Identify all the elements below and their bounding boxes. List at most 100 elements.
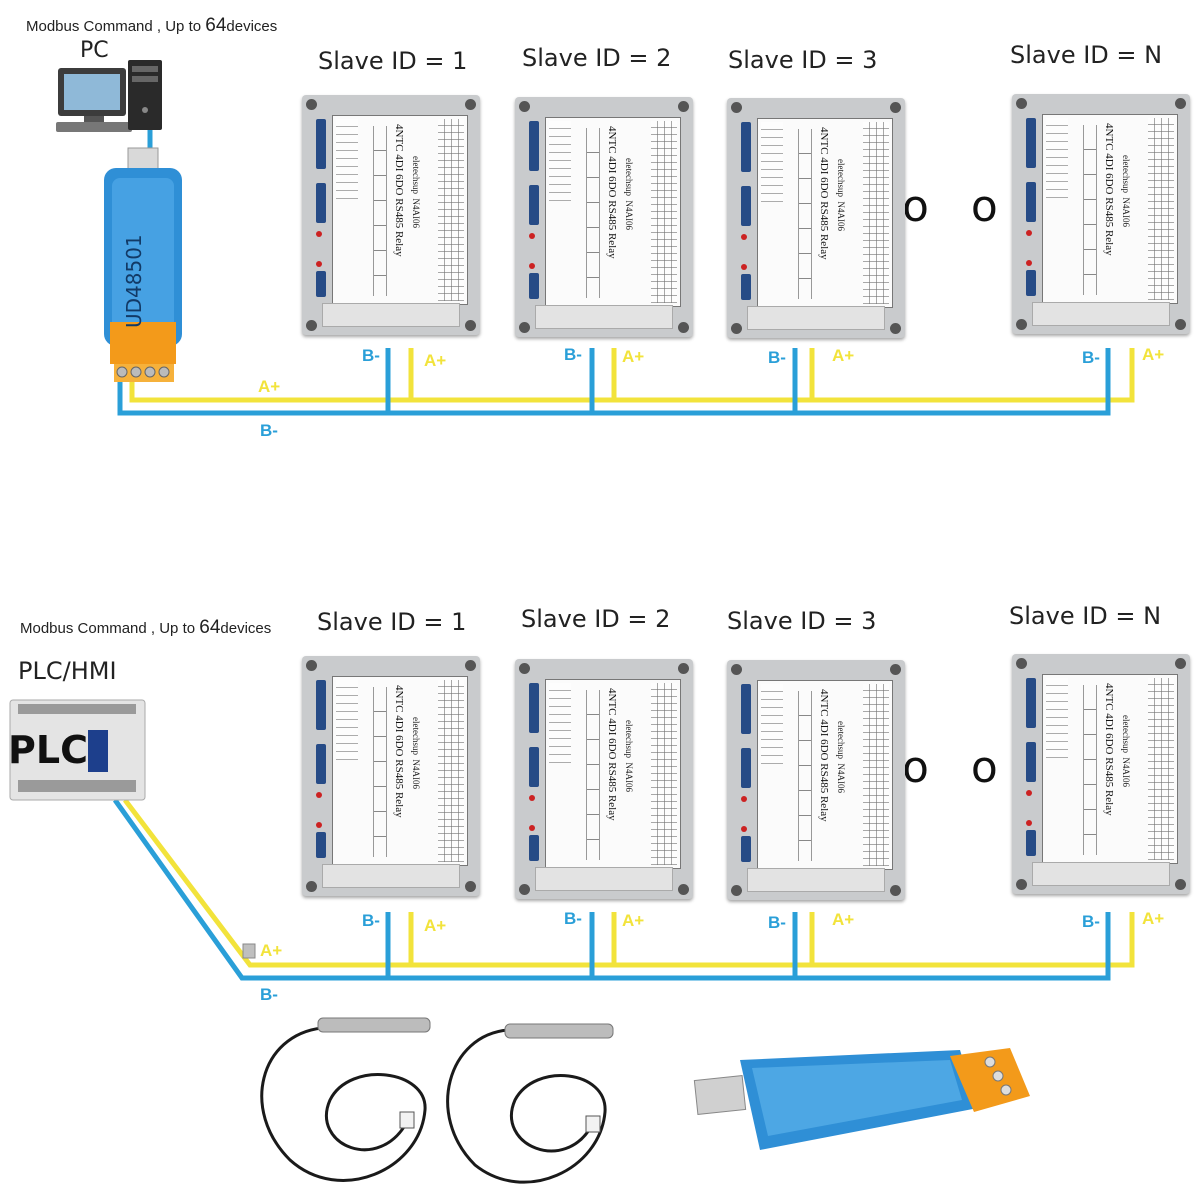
- status-led: [316, 792, 322, 798]
- module-maker: eletechsup N4AI06: [622, 720, 634, 840]
- mount-hole: [678, 101, 689, 112]
- mount-hole: [1016, 98, 1027, 109]
- terminal-block: [1026, 182, 1036, 222]
- module-model-text: N4AI06: [1121, 757, 1131, 787]
- mount-hole: [890, 102, 901, 113]
- module-title: 4NTC 4DI 6DO RS485 Relay: [393, 124, 405, 257]
- terminal-block: [529, 273, 539, 299]
- pc-label: PC: [80, 38, 109, 63]
- usb-rs485-adapter-vertical: [104, 147, 182, 382]
- mount-hole: [306, 660, 317, 671]
- din-rail-clip: [322, 303, 460, 327]
- wire-label-a-bus-bottom: A+: [260, 941, 283, 960]
- label-relay-grid: [1148, 678, 1174, 860]
- terminal-block: [316, 832, 326, 858]
- bottom-a-plus-bus: [123, 798, 1135, 968]
- terminal-block: [1026, 270, 1036, 296]
- terminal-block: [741, 684, 751, 734]
- ntc-probe-1: [260, 1026, 427, 1182]
- din-rail-clip: [1032, 862, 1170, 886]
- wire-label-a-2-top: A+: [622, 347, 645, 366]
- module-model-text: N4AI06: [411, 759, 421, 789]
- mount-hole: [731, 885, 742, 896]
- ntc-probe-2-plug: [585, 1115, 601, 1133]
- terminal-block: [529, 121, 539, 171]
- wire-label-b-n-top: B-: [1082, 348, 1100, 367]
- module-title: 4NTC 4DI 6DO RS485 Relay: [818, 689, 830, 822]
- module-title: 4NTC 4DI 6DO RS485 Relay: [606, 688, 618, 821]
- mount-hole: [890, 323, 901, 334]
- mount-hole: [519, 663, 530, 674]
- bottom-bus-junction: [242, 943, 256, 959]
- label-input-grid: [1046, 678, 1068, 758]
- label-input-grid: [336, 680, 358, 760]
- mount-hole: [1016, 319, 1027, 330]
- status-led: [529, 263, 535, 269]
- status-led: [316, 822, 322, 828]
- plc-brand-text: PLC: [8, 728, 88, 772]
- mount-hole: [306, 881, 317, 892]
- wire-label-b-2-top: B-: [564, 345, 582, 364]
- mount-hole: [678, 322, 689, 333]
- command-prefix: Modbus Command , Up to: [26, 18, 206, 35]
- mount-hole: [306, 99, 317, 110]
- mount-hole: [890, 885, 901, 896]
- mount-hole: [1016, 658, 1027, 669]
- slave-title-3-bottom: Slave ID = 3: [727, 607, 877, 635]
- status-led: [741, 826, 747, 832]
- status-led: [529, 825, 535, 831]
- label-relay-grid: [438, 119, 464, 301]
- command-number: 64: [199, 617, 221, 638]
- usb-adapter-text: UD48501: [122, 234, 146, 328]
- module-model-text: N4AI06: [836, 201, 846, 231]
- label-input-grid: [761, 122, 783, 202]
- mount-hole: [465, 660, 476, 671]
- module-label-sticker: 4NTC 4DI 6DO RS485 Relay eletechsup N4AI…: [757, 680, 893, 870]
- status-led: [741, 234, 747, 240]
- relay-module-1-top: 4NTC 4DI 6DO RS485 Relay eletechsup N4AI…: [302, 95, 480, 335]
- din-rail-clip: [535, 305, 673, 329]
- status-led: [1026, 790, 1032, 796]
- din-rail-clip: [747, 306, 885, 330]
- module-title: 4NTC 4DI 6DO RS485 Relay: [818, 127, 830, 260]
- mount-hole: [1175, 319, 1186, 330]
- label-input-grid: [336, 119, 358, 199]
- top-modbus-command-text: Modbus Command , Up to 64devices: [26, 15, 277, 37]
- mount-hole: [306, 320, 317, 331]
- module-maker: eletechsup N4AI06: [409, 156, 421, 276]
- module-maker: eletechsup N4AI06: [622, 158, 634, 278]
- label-channel-column: [373, 687, 387, 857]
- mount-hole: [678, 884, 689, 895]
- label-channel-column: [1083, 685, 1097, 855]
- command-prefix: Modbus Command , Up to: [20, 620, 200, 637]
- module-maker: eletechsup N4AI06: [834, 159, 846, 279]
- wire-label-a-n-top: A+: [1142, 345, 1165, 364]
- bottom-b-minus-bus: [112, 798, 1111, 981]
- top-a-plus-bus: [129, 348, 1135, 403]
- wire-label-b-n-bottom: B-: [1082, 912, 1100, 931]
- module-label-sticker: 4NTC 4DI 6DO RS485 Relay eletechsup N4AI…: [1042, 674, 1178, 864]
- relay-module-2-bottom: 4NTC 4DI 6DO RS485 Relay eletechsup N4AI…: [515, 659, 693, 899]
- status-led: [741, 796, 747, 802]
- command-suffix: devices: [220, 620, 272, 637]
- module-maker-text: eletechsup: [411, 156, 421, 194]
- label-input-grid: [549, 683, 571, 763]
- mount-hole: [519, 884, 530, 895]
- status-led: [741, 264, 747, 270]
- wire-label-a-n-bottom: A+: [1142, 909, 1165, 928]
- module-maker-text: eletechsup: [1121, 155, 1131, 193]
- terminal-block: [1026, 742, 1036, 782]
- mount-hole: [731, 664, 742, 675]
- label-relay-grid: [863, 684, 889, 866]
- wire-label-a-bus-top: A+: [258, 377, 281, 396]
- command-suffix: devices: [226, 18, 278, 35]
- wire-label-a-3-bottom: A+: [832, 910, 855, 929]
- module-label-sticker: 4NTC 4DI 6DO RS485 Relay eletechsup N4AI…: [757, 118, 893, 308]
- plc-hmi-label: PLC/HMI: [18, 657, 117, 685]
- label-relay-grid: [651, 683, 677, 865]
- terminal-block: [741, 836, 751, 862]
- wire-label-b-bus-top: B-: [260, 421, 278, 440]
- label-relay-grid: [438, 680, 464, 862]
- terminal-block: [741, 186, 751, 226]
